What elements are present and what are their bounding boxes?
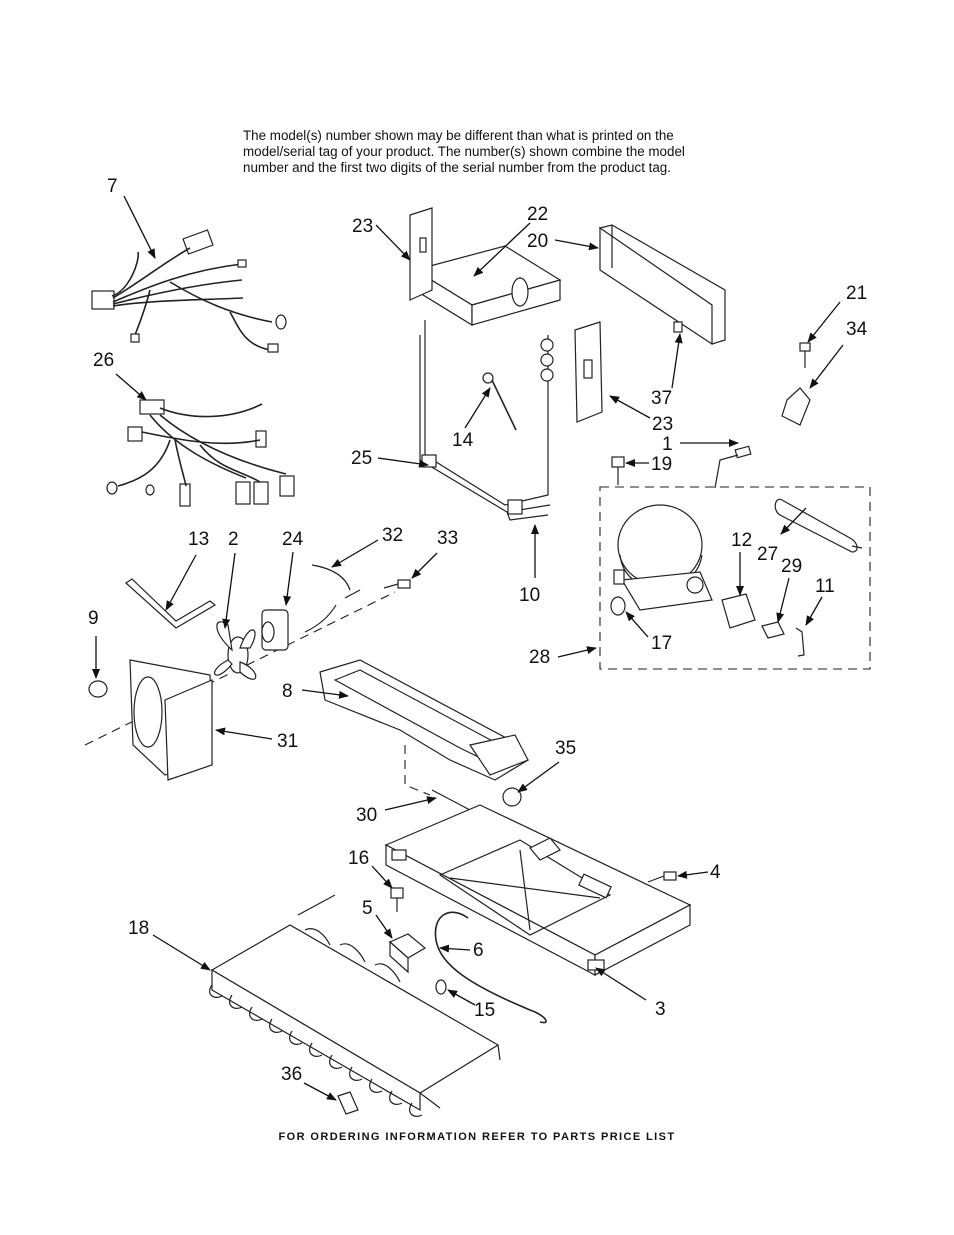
- callout-9: 9: [88, 608, 99, 629]
- part-11-clip: [795, 627, 805, 657]
- part-22-evaporator: [413, 245, 562, 521]
- callout-31: 31: [277, 731, 298, 752]
- callout-18: 18: [128, 918, 149, 939]
- callout-numbers: 7 26 23 22 20 21 34 37 23 14 1 25 19 13 …: [88, 176, 868, 1085]
- callout-37: 37: [651, 388, 672, 409]
- callout-28: 28: [529, 647, 550, 668]
- header-note: The model(s) number shown may be differe…: [243, 128, 763, 176]
- callout-21: 21: [846, 283, 867, 304]
- part-28-compressor: [613, 504, 713, 611]
- callout-8: 8: [282, 681, 293, 702]
- callout-24: 24: [282, 529, 304, 550]
- part-31-shroud: [129, 659, 213, 781]
- part-24-fan-motor: [261, 609, 289, 651]
- part-3-base-tray: [384, 804, 692, 976]
- pan-guide-dashed-line: [404, 745, 431, 796]
- callout-16: 16: [348, 848, 369, 869]
- callout-17: 17: [651, 633, 672, 654]
- part-20-cover: [598, 224, 726, 346]
- callout-5: 5: [362, 898, 373, 919]
- part-23-bracket-left: [409, 207, 433, 301]
- part-4-screw: [647, 871, 677, 883]
- callout-23-top: 23: [352, 216, 373, 237]
- callout-12: 12: [731, 530, 752, 551]
- part-29-overload: [761, 621, 785, 639]
- part-14-sensor: [482, 372, 517, 431]
- part-21-screw: [799, 342, 811, 368]
- part-37-screw: [673, 321, 683, 333]
- callout-29: 29: [781, 556, 802, 577]
- callout-35: 35: [555, 738, 576, 759]
- callout-36: 36: [281, 1064, 302, 1085]
- part-16-screw: [390, 887, 404, 912]
- callout-33: 33: [437, 528, 458, 549]
- callout-25: 25: [351, 448, 372, 469]
- callout-26: 26: [93, 350, 114, 371]
- callout-15: 15: [474, 1000, 495, 1021]
- part-9-plug: [88, 680, 108, 698]
- callout-11: 11: [815, 576, 835, 597]
- part-18-condenser: [209, 894, 501, 1117]
- callout-32: 32: [382, 525, 403, 546]
- callout-30: 30: [356, 805, 377, 826]
- part-23-bracket-right: [574, 321, 603, 423]
- part-34-bracket: [781, 387, 811, 426]
- header-note-line-3: number and the first two digits of the s…: [243, 160, 671, 175]
- part-1-bolt: [714, 445, 752, 489]
- callout-22: 22: [527, 204, 548, 225]
- callout-14: 14: [452, 430, 474, 451]
- part-30-tube: [431, 789, 471, 811]
- callout-7: 7: [107, 176, 118, 197]
- callout-4: 4: [710, 862, 721, 883]
- part-7-wire-harness: [91, 229, 287, 353]
- callout-2: 2: [228, 529, 239, 550]
- part-33-screw: [383, 579, 411, 589]
- part-5-block: [388, 933, 427, 974]
- part-19-screw: [611, 456, 625, 485]
- callout-13: 13: [188, 529, 209, 550]
- part-8-drain-pan: [319, 659, 529, 781]
- footer-note: FOR ORDERING INFORMATION REFER TO PARTS …: [278, 1131, 676, 1143]
- part-36-clip: [337, 1091, 359, 1115]
- part-15-grommet: [435, 979, 447, 995]
- part-6-tube: [434, 911, 547, 1024]
- part-27-drier: [774, 498, 863, 553]
- part-13-gasket: [125, 578, 217, 629]
- callout-19: 19: [651, 454, 672, 475]
- callout-34: 34: [846, 319, 868, 340]
- callout-10: 10: [519, 585, 540, 606]
- part-17-grommet: [610, 596, 626, 616]
- part-12-relay: [721, 593, 756, 629]
- part-32-bracket: [304, 564, 361, 633]
- callout-3: 3: [655, 999, 666, 1020]
- callout-1: 1: [662, 434, 673, 455]
- header-note-line-1: The model(s) number shown may be differe…: [243, 128, 674, 143]
- callout-20: 20: [527, 231, 548, 252]
- callout-27: 27: [757, 544, 778, 565]
- part-35-fitting: [502, 787, 522, 807]
- part-28-compressor-group-box: [599, 486, 871, 670]
- part-26-wire-harness: [106, 399, 295, 507]
- leader-lines: [92, 195, 844, 1101]
- part-2-fan-blade: [214, 621, 257, 680]
- header-note-line-2: model/serial tag of your product. The nu…: [243, 144, 685, 159]
- callout-6: 6: [473, 940, 484, 961]
- callout-23-right: 23: [652, 414, 673, 435]
